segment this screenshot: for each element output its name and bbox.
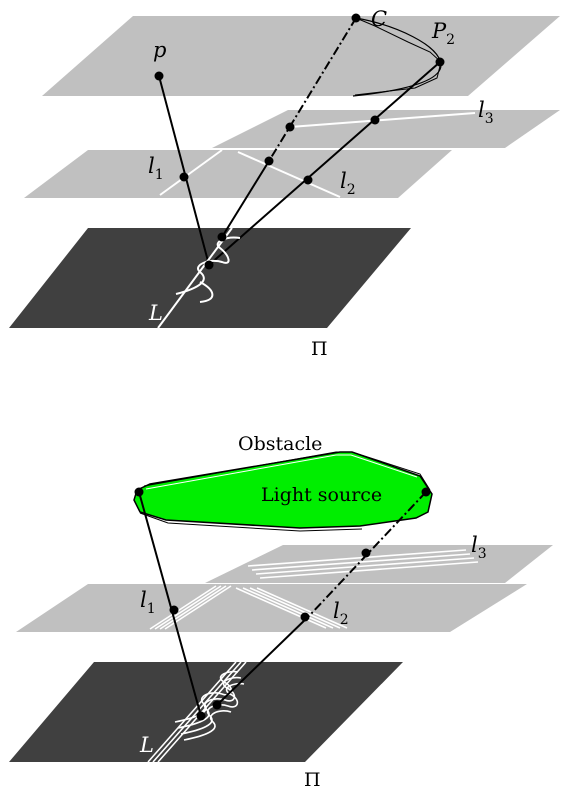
label-Pi-bottom: Π (304, 769, 321, 791)
point-C-dot (351, 13, 361, 23)
label-l2-sub: 2 (347, 182, 356, 198)
plane-l3-bottom (205, 545, 553, 583)
label-p: p (153, 38, 166, 62)
label-l3-bottom-main: l (471, 533, 478, 557)
bottom-figure: Obstacle Light source l3 l1 l2 L Π (9, 433, 553, 791)
point-image-bottom-a (212, 700, 222, 710)
line-L (157, 227, 233, 329)
point-l2-a (264, 156, 274, 166)
point-P2-dot (435, 57, 445, 67)
image-plane (9, 228, 411, 328)
label-l2-main: l (340, 169, 347, 193)
obstacle-outline (143, 451, 431, 491)
label-P2-main: P (431, 19, 447, 43)
label-l2-bottom: l2 (333, 599, 349, 628)
label-l2: l2 (340, 169, 356, 198)
label-obstacle: Obstacle (238, 433, 322, 455)
plane-l1-l2 (24, 150, 452, 198)
label-l3-main: l (478, 98, 485, 122)
point-l3-a (285, 122, 295, 132)
label-l1-bottom-sub: 1 (147, 601, 156, 617)
line-l1 (159, 149, 223, 196)
plane-l3 (212, 110, 560, 148)
spiral-loop (199, 281, 214, 303)
label-l3-bottom: l3 (471, 533, 487, 562)
label-P2: P2 (431, 19, 455, 48)
label-C: C (371, 7, 387, 31)
ray-left-bottom (138, 491, 202, 717)
top-plane (42, 16, 560, 96)
point-left-source (134, 487, 144, 497)
label-l1-sub: 1 (155, 167, 164, 183)
spiral-top (175, 236, 241, 295)
label-l1-bottom-main: l (140, 588, 147, 612)
label-l2-bottom-sub: 2 (340, 612, 349, 628)
ray-right-solid (216, 615, 310, 706)
ray-p (158, 75, 210, 266)
point-image-a (217, 232, 227, 242)
lines-l1-bottom (149, 585, 232, 630)
point-l2-b (303, 175, 313, 185)
plane-l1-l2-bottom (16, 584, 527, 632)
label-l1-bottom: l1 (140, 588, 156, 617)
line-l2 (237, 151, 341, 198)
label-P2-sub: 2 (446, 32, 455, 48)
label-l1: l1 (148, 154, 164, 183)
point-l3-bottom (361, 548, 371, 558)
polygon-P2 (354, 17, 442, 96)
ray-c-upper (268, 17, 357, 162)
label-l3: l3 (478, 98, 494, 127)
ray-p2-solid (208, 61, 441, 266)
point-l1-bottom (169, 605, 179, 615)
ray-c-lower (221, 160, 270, 238)
label-l2-bottom-main: l (333, 599, 340, 623)
point-l1-dot (179, 172, 189, 182)
label-l1-main: l (148, 154, 155, 178)
lines-l3-bottom (247, 549, 479, 579)
label-light-source: Light source (261, 484, 382, 506)
point-p-dot (154, 71, 164, 81)
label-Pi: Π (311, 338, 328, 360)
line-l3 (289, 112, 476, 128)
obstacle-lower (139, 512, 363, 532)
image-plane-bottom (9, 662, 403, 762)
point-image-b (204, 260, 214, 270)
top-figure: p C P2 l3 l1 l2 L Π (9, 7, 560, 360)
point-l2-bottom (300, 612, 310, 622)
spirals-bottom (174, 670, 245, 741)
point-image-bottom-b (196, 711, 206, 721)
label-l3-bottom-sub: 3 (478, 546, 487, 562)
label-L: L (148, 301, 163, 325)
lines-l2-bottom (235, 587, 348, 629)
point-right-source (421, 487, 431, 497)
obstacle-outline-2 (145, 454, 418, 490)
point-l3-b (370, 115, 380, 125)
label-L-bottom: L (139, 733, 154, 757)
label-l3-sub: 3 (485, 111, 494, 127)
